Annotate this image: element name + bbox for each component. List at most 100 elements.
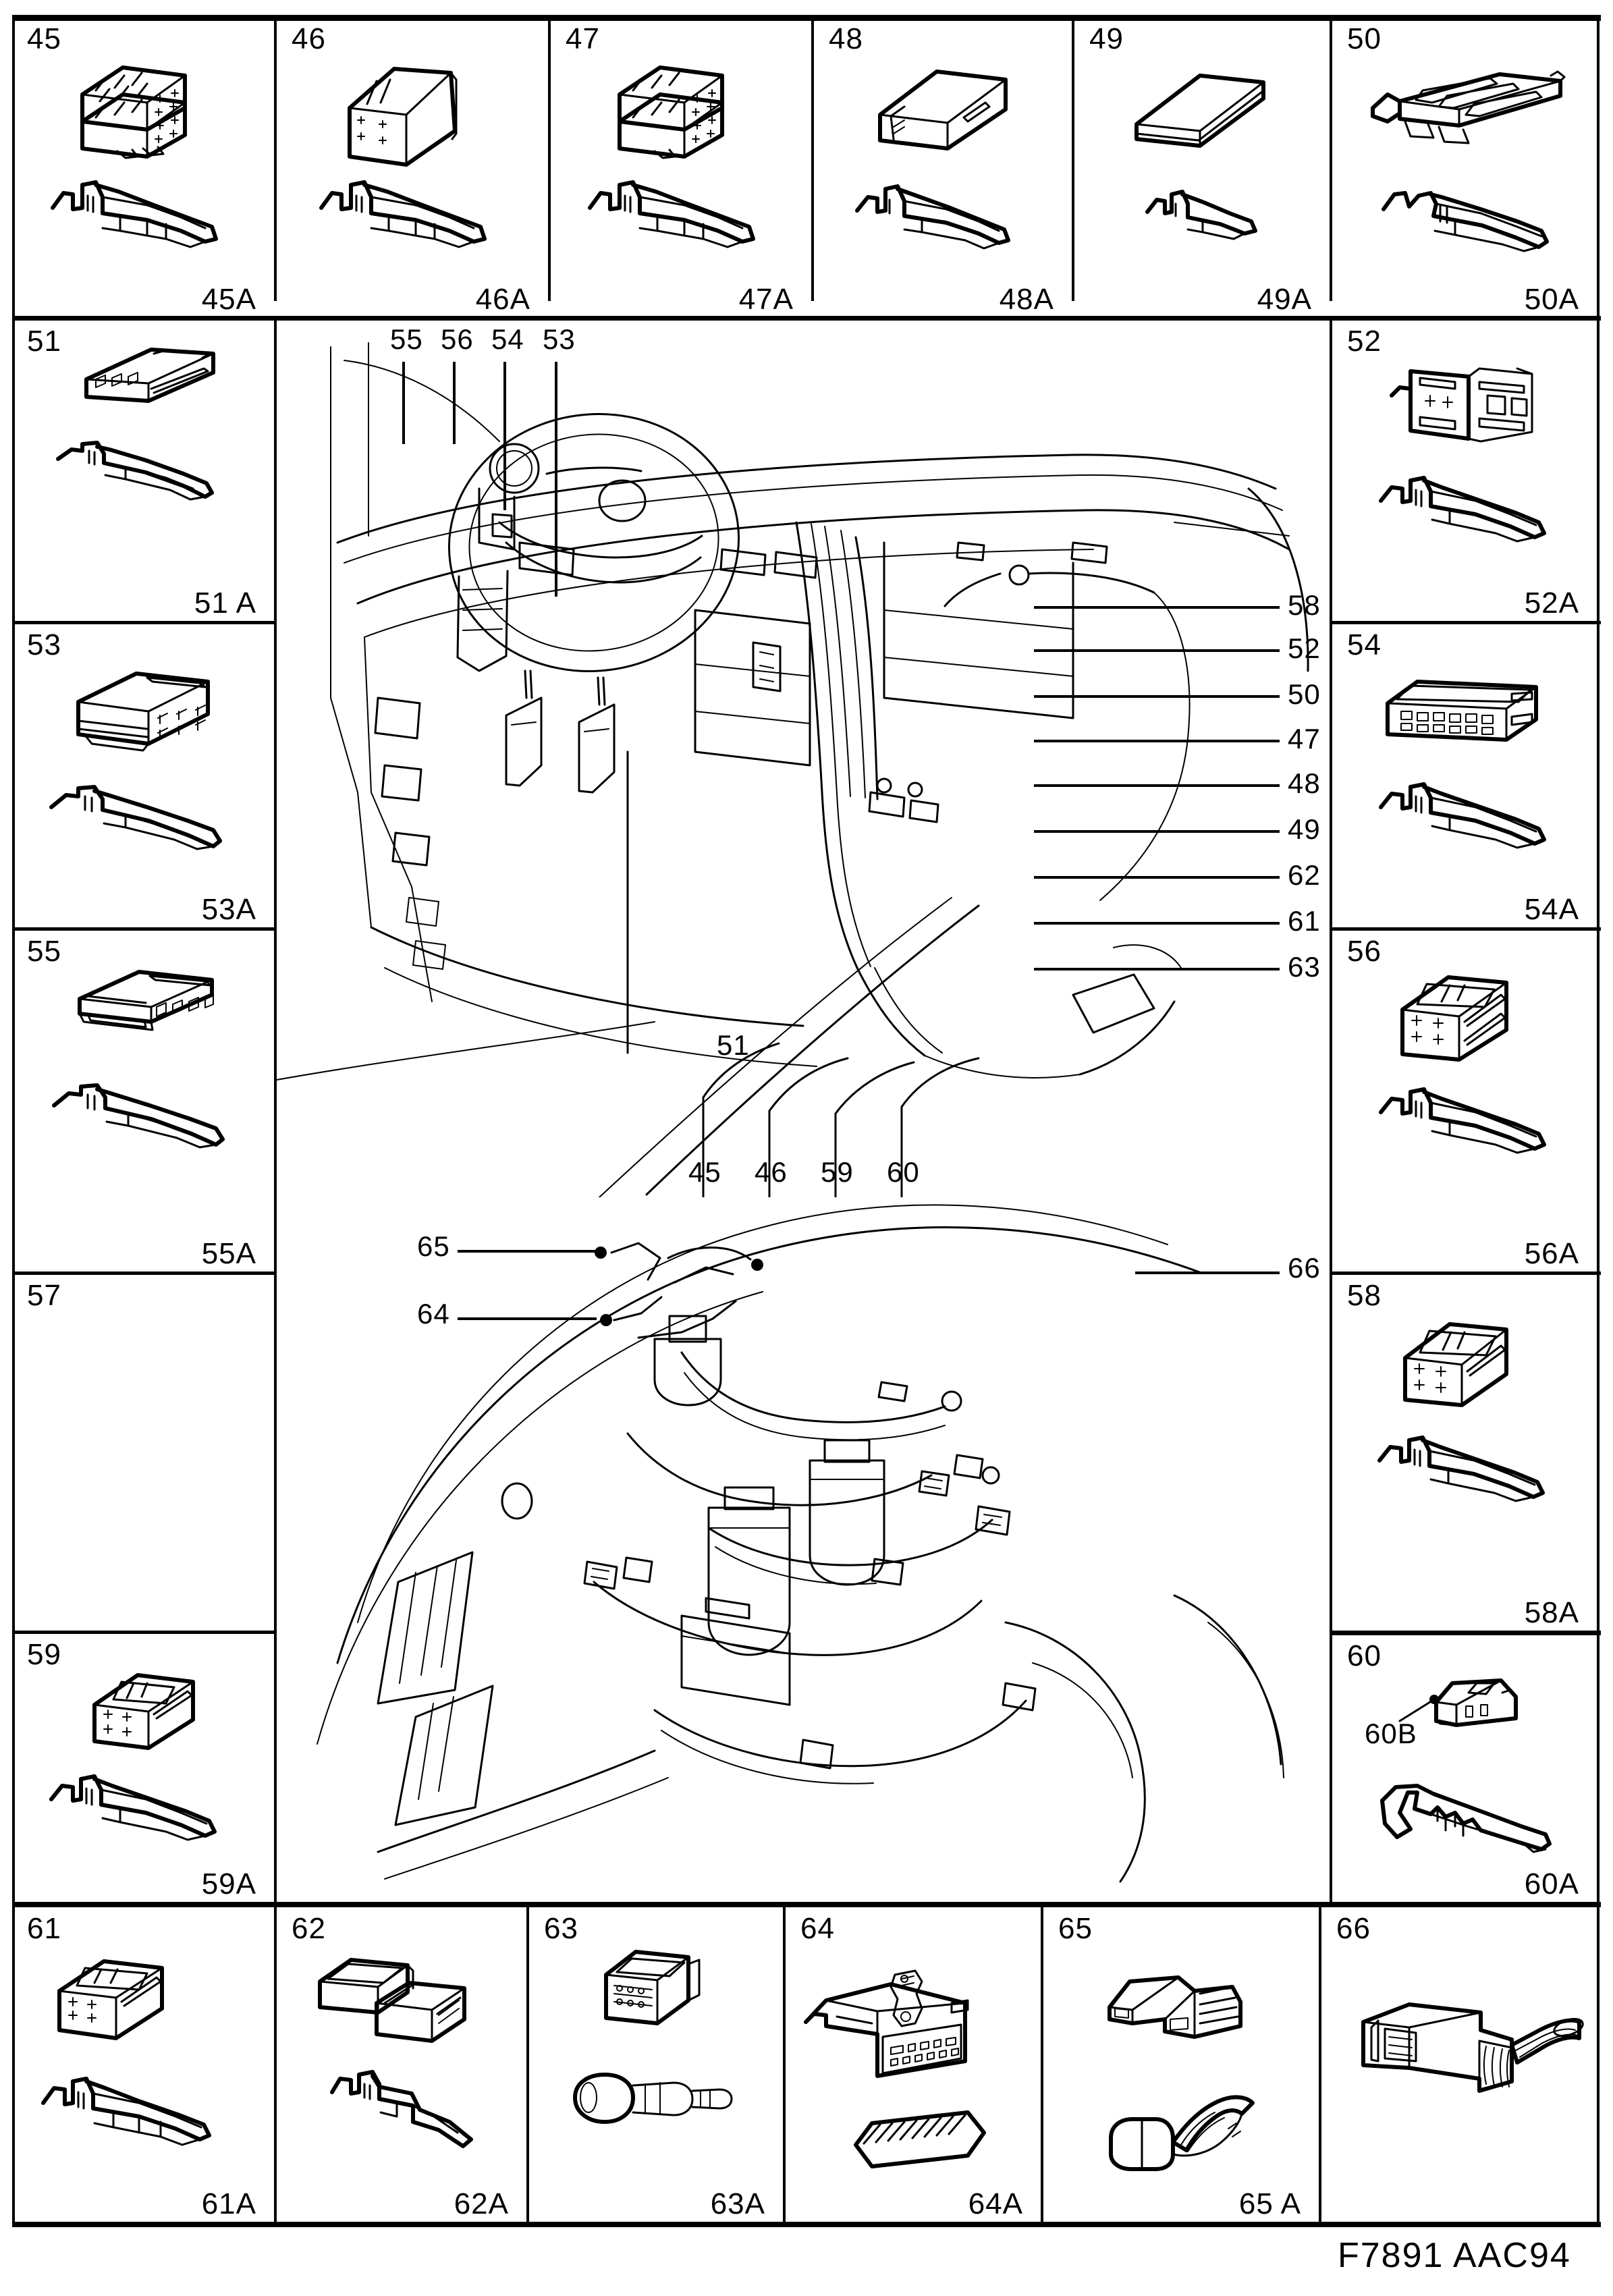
part-cell-48[interactable]: 48 48A [814, 18, 1072, 319]
callout-54: 54 [491, 323, 524, 355]
connector-illustration-45 [53, 50, 228, 178]
part-number-55: 55 [27, 935, 61, 968]
part-cell-59[interactable]: 59 59A [12, 1633, 274, 1903]
part-cell-60[interactable]: 60 60B [1332, 1635, 1597, 1903]
part-cell-56[interactable]: 56 56A [1332, 930, 1597, 1273]
callout-46: 46 [755, 1156, 788, 1188]
callout-58: 58 [1288, 589, 1321, 621]
part-number-51: 51 [27, 325, 61, 358]
divider [274, 319, 277, 1903]
connector-illustration-60 [1427, 1667, 1555, 1741]
row-divider [12, 316, 1601, 321]
terminal-illustration-63a [566, 2060, 741, 2148]
part-number-65: 65 [1058, 1912, 1093, 1945]
callout-45: 45 [688, 1156, 721, 1188]
part-cell-47[interactable]: 47 [551, 18, 811, 319]
part-number-58: 58 [1347, 1279, 1382, 1312]
terminal-illustration-62a [325, 2064, 494, 2155]
terminal-illustration-55a [46, 1077, 235, 1158]
leader-62 [1034, 876, 1280, 879]
connector-illustration-49 [1124, 59, 1286, 161]
callout-61: 61 [1288, 905, 1321, 937]
leader-58 [1034, 606, 1280, 609]
part-cell-64[interactable]: 64 64A [786, 1907, 1041, 2223]
part-cell-45[interactable]: 45 [12, 18, 274, 319]
terminal-illustration-56a [1373, 1078, 1562, 1159]
part-cell-62[interactable]: 62 62A [277, 1907, 526, 2223]
leader-47 [1034, 740, 1280, 742]
part-cell-57[interactable]: 57 [12, 1274, 274, 1632]
part-cell-54[interactable]: 54 54A [1332, 624, 1597, 929]
terminal-label-58a: 58A [1524, 1596, 1579, 1629]
divider [12, 18, 15, 2224]
connector-illustration-61 [47, 1949, 202, 2050]
terminal-label-64a: 64A [968, 2187, 1023, 2220]
connector-illustration-65 [1100, 1967, 1255, 2054]
divider [548, 18, 551, 301]
part-cell-52[interactable]: 52 52A [1332, 320, 1597, 622]
terminal-label-63a: 63A [710, 2187, 765, 2220]
terminal-illustration-46a [315, 169, 503, 256]
part-number-64: 64 [800, 1912, 835, 1945]
row-divider [1331, 621, 1601, 624]
terminal-illustration-45a [46, 169, 235, 256]
part-number-47: 47 [566, 22, 600, 55]
connector-illustration-54 [1377, 655, 1559, 756]
terminal-label-65a: 65 A [1238, 2187, 1301, 2220]
row-divider [12, 621, 275, 624]
part-cell-49[interactable]: 49 49A [1074, 18, 1330, 319]
terminal-label-46a: 46A [475, 283, 530, 316]
leader-66 [1135, 1272, 1280, 1274]
terminal-label-52a: 52A [1524, 586, 1579, 620]
connector-illustration-58 [1390, 1304, 1552, 1412]
part-cell-55[interactable]: 55 55A [12, 930, 274, 1273]
part-number-56: 56 [1347, 935, 1382, 968]
part-cell-61[interactable]: 61 61A [12, 1907, 274, 2223]
leader-61 [1034, 922, 1280, 925]
row-divider [12, 927, 275, 931]
divider [274, 18, 277, 301]
terminal-illustration-51a [51, 435, 227, 509]
connector-illustration-64 [796, 1961, 1026, 2089]
terminal-label-60a: 60A [1524, 1867, 1579, 1901]
divider [783, 1906, 786, 2226]
terminal-illustration-65a [1103, 2087, 1265, 2175]
connector-illustration-56 [1386, 958, 1555, 1066]
callout-63: 63 [1288, 951, 1321, 983]
part-cell-50[interactable]: 50 50A [1332, 18, 1597, 319]
terminal-label-45a: 45A [201, 283, 256, 316]
drawing-code: F7891 AAC94 [1338, 2236, 1571, 2275]
part-cell-53[interactable]: 53 53A [12, 624, 274, 929]
terminal-label-51a: 51 A [194, 586, 256, 620]
terminal-illustration-53a [43, 779, 232, 860]
terminal-label-54a: 54A [1524, 893, 1579, 926]
part-cell-46[interactable]: 46 46A [277, 18, 548, 319]
part-number-46: 46 [292, 22, 326, 55]
row-divider [12, 1902, 1601, 1907]
part-cell-63[interactable]: 63 63A [529, 1907, 783, 2223]
leader-55 [402, 362, 405, 444]
terminal-illustration-54a [1373, 773, 1562, 854]
top-border [12, 15, 1601, 21]
part-number-61: 61 [27, 1912, 61, 1945]
leader-53 [555, 362, 557, 597]
connector-illustration-53 [67, 659, 236, 760]
callout-50: 50 [1288, 678, 1321, 710]
part-number-53: 53 [27, 628, 61, 661]
callout-60: 60 [887, 1156, 920, 1188]
terminal-illustration-59a [43, 1766, 232, 1847]
connector-illustration-63 [587, 1941, 722, 2035]
part-cell-66[interactable]: 66 [1321, 1907, 1597, 2223]
connector-illustration-62 [306, 1950, 482, 2052]
terminal-illustration-52a [1373, 467, 1562, 548]
part-cell-65[interactable]: 65 65 A [1043, 1907, 1319, 2223]
terminal-illustration-49a [1139, 180, 1267, 254]
connector-illustration-47 [590, 50, 765, 178]
part-cell-51[interactable]: 51 51 A [12, 320, 274, 622]
part-cell-58[interactable]: 58 58A [1332, 1274, 1597, 1632]
center-illustration: 55 56 54 53 58 52 50 47 48 49 62 61 63 5… [277, 320, 1330, 1903]
connector-illustration-52 [1379, 350, 1555, 458]
terminal-label-47a: 47A [738, 283, 794, 316]
leader-49 [1034, 830, 1280, 833]
